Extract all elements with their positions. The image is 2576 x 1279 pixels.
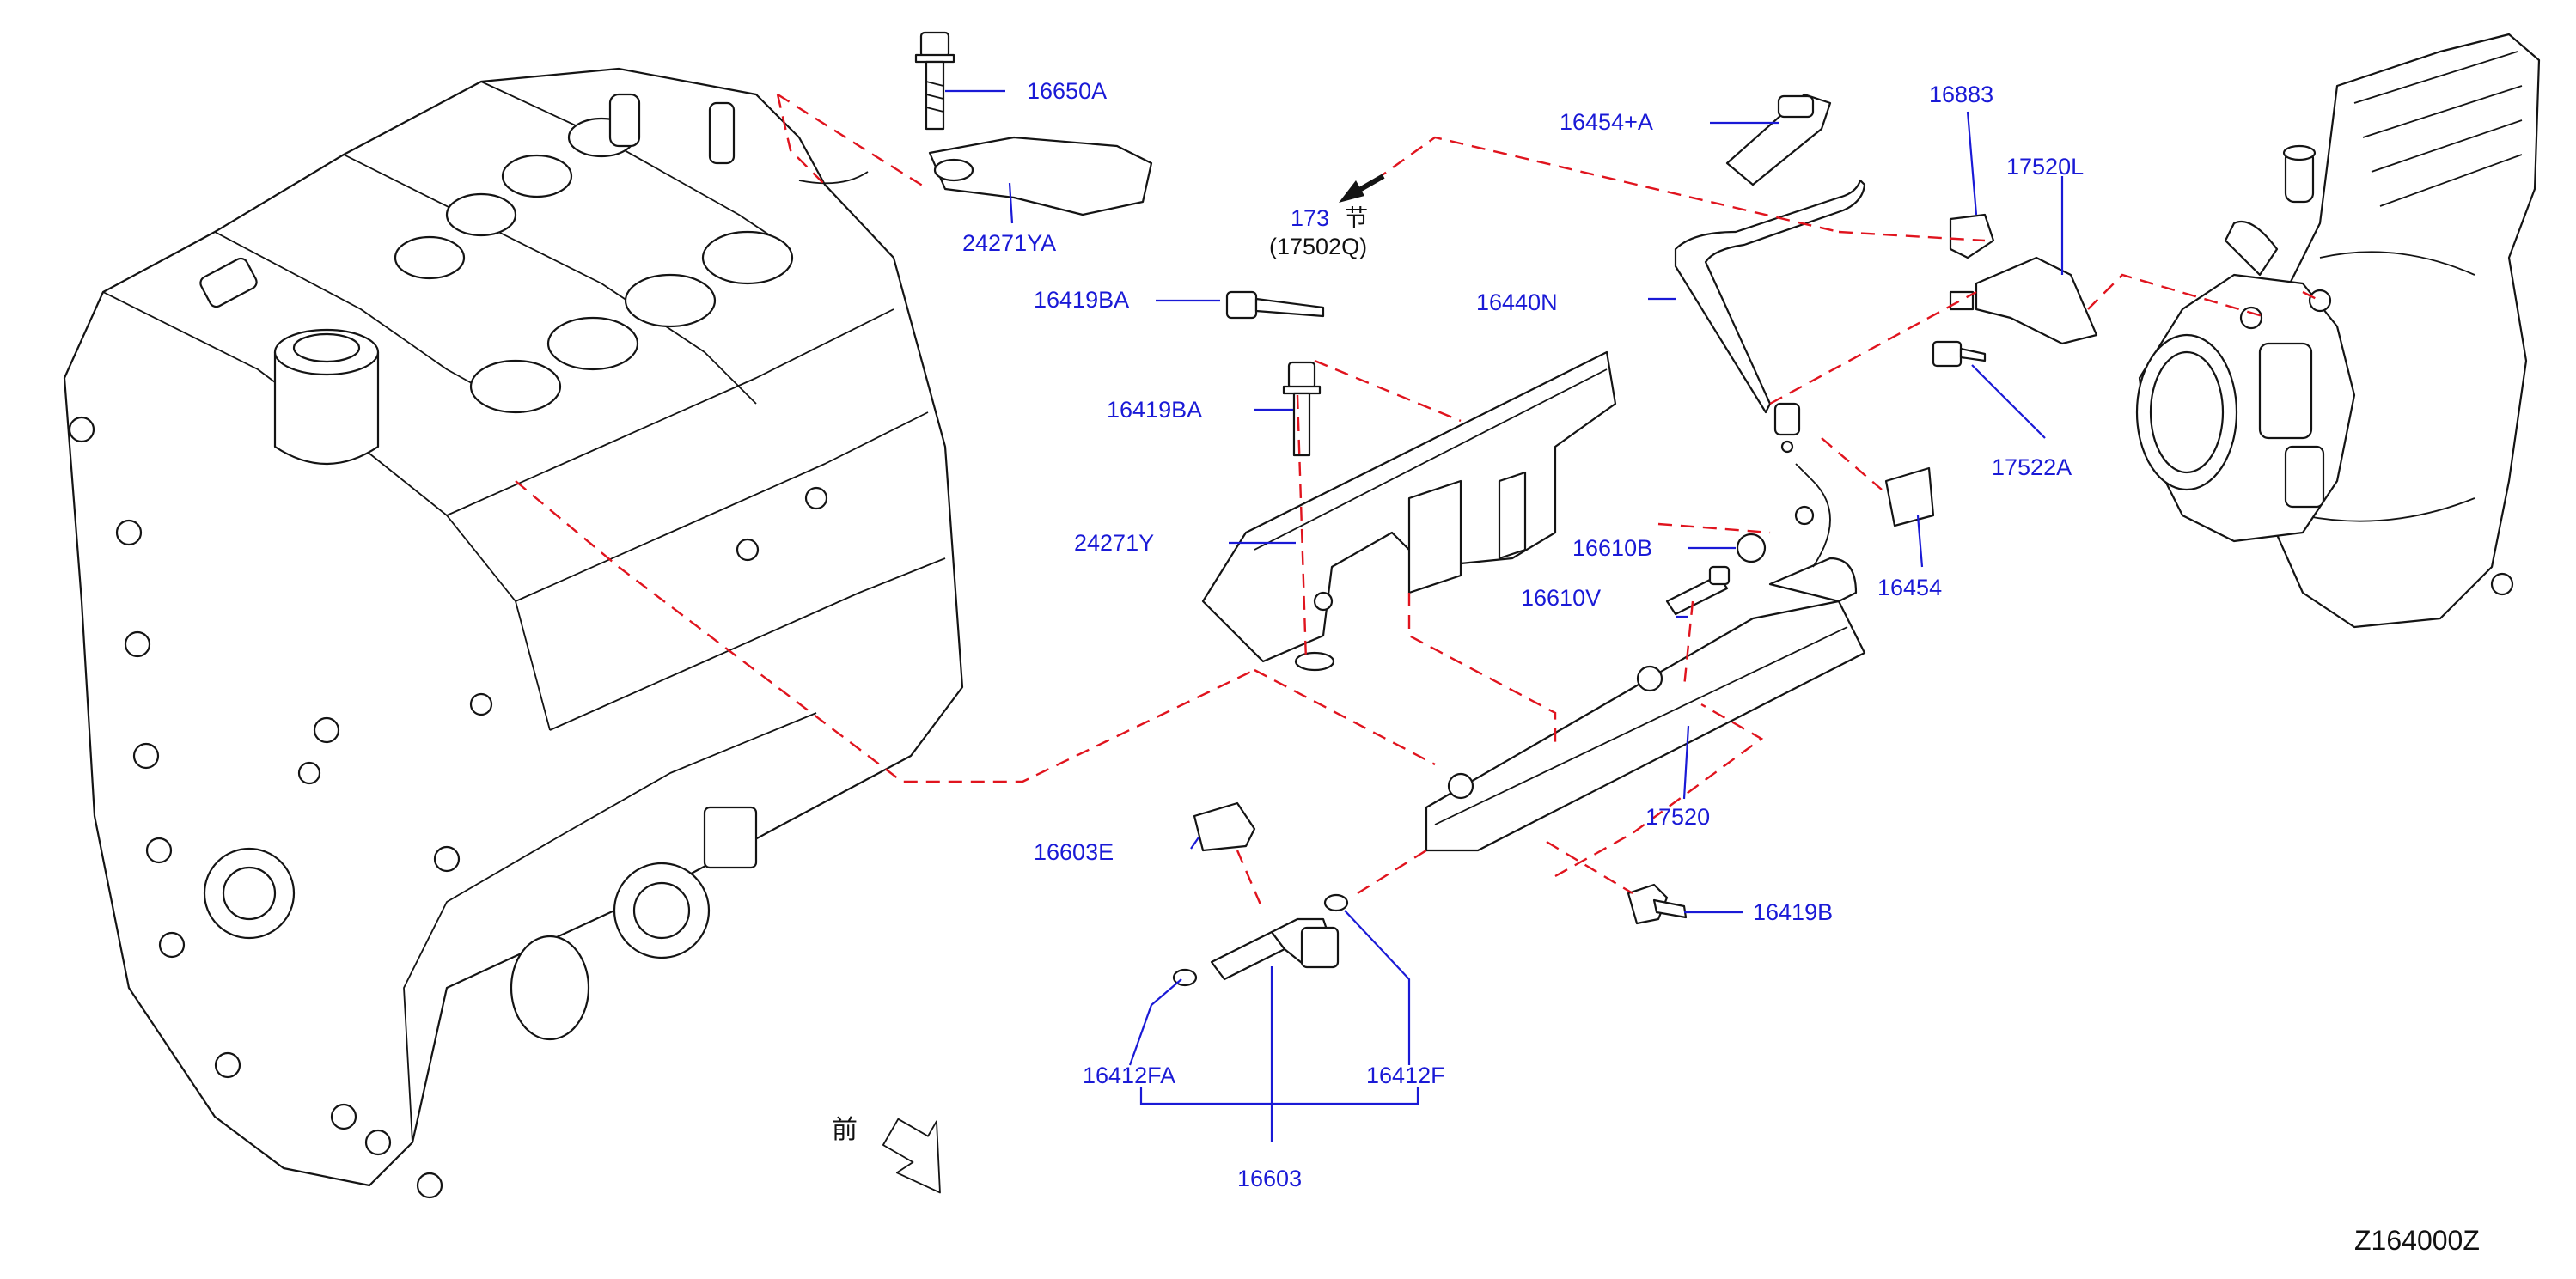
part-16419b-bolt [1627, 883, 1688, 925]
label-16454[interactable]: 16454 [1877, 575, 1943, 600]
label-16650a[interactable]: 16650A [1027, 78, 1108, 104]
label-16412f[interactable]: 16412F [1366, 1063, 1445, 1088]
label-24271ya[interactable]: 24271YA [962, 230, 1057, 256]
part-17520-fuel-rail [1425, 463, 1866, 852]
label-16419ba-upper[interactable]: 16419BA [1034, 287, 1130, 313]
diagram-id: Z164000Z [2354, 1225, 2480, 1256]
part-16419ba-bolts [1225, 290, 1325, 457]
front-direction-arrow-icon [882, 1118, 941, 1194]
label-16454a[interactable]: 16454+A [1560, 109, 1653, 135]
label-16883[interactable]: 16883 [1929, 82, 1994, 107]
label-16610v[interactable]: 16610V [1521, 585, 1602, 611]
label-16419b[interactable]: 16419B [1753, 899, 1834, 925]
section-reference[interactable]: 173 节 [1291, 204, 1368, 232]
label-17520[interactable]: 17520 [1645, 804, 1711, 830]
label-16412fa[interactable]: 16412FA [1083, 1063, 1176, 1088]
section-reference-sub: (17502Q) [1269, 234, 1368, 259]
part-24271ya-bracket [928, 136, 1153, 216]
intake-manifold-illustration [2135, 33, 2541, 629]
part-16603e-clip [1193, 801, 1256, 852]
part-16883-17520l-17522a [1932, 213, 2098, 368]
reference-arrow-icon [1339, 174, 1385, 203]
label-16603e[interactable]: 16603E [1034, 839, 1114, 865]
label-leader-lines [945, 89, 2064, 1142]
label-16610b[interactable]: 16610B [1572, 535, 1653, 561]
section-reference-glyph: 节 [1345, 205, 1369, 231]
part-16440n-fuel-hose [1674, 179, 1866, 454]
label-24271y[interactable]: 24271Y [1074, 530, 1155, 556]
label-17520l[interactable]: 17520L [2006, 154, 2085, 180]
assembly-dashed-lines [515, 93, 2321, 911]
label-16603[interactable]: 16603 [1237, 1166, 1303, 1191]
part-24271y-heat-shield [1201, 350, 1617, 672]
part-16454-clamp [1884, 466, 1935, 527]
label-16440n[interactable]: 16440N [1476, 289, 1558, 315]
label-17522a[interactable]: 17522A [1992, 454, 2072, 480]
part-16454a-clip [1725, 93, 1832, 186]
part-16603-injector [1210, 917, 1340, 981]
part-16650a-bolt [914, 31, 955, 131]
section-reference-code[interactable]: 173 [1291, 205, 1330, 231]
part-16412f-o-ring [1323, 893, 1349, 912]
label-16419ba-lower[interactable]: 16419BA [1107, 397, 1203, 423]
front-label: 前 [832, 1116, 858, 1144]
engine-block-illustration [63, 67, 964, 1199]
part-16610b-16610v [1665, 533, 1767, 616]
